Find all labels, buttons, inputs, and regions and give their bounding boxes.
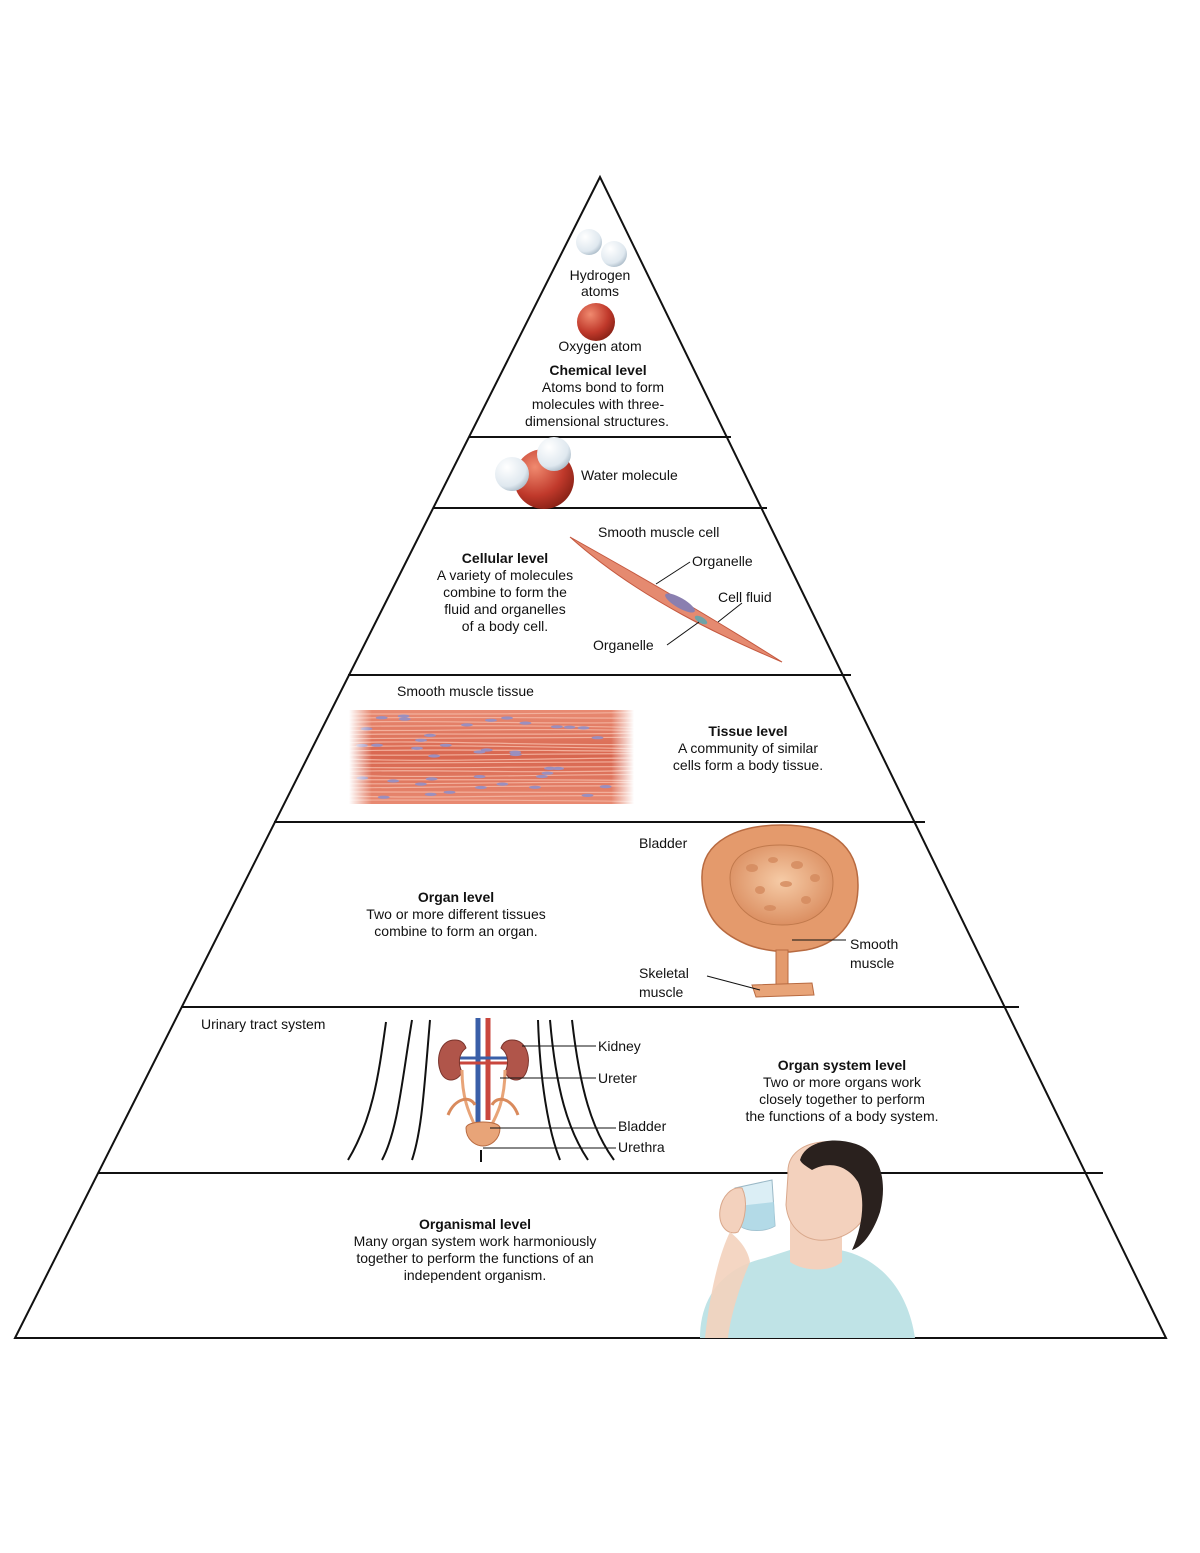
urinary-tract-system-label: Urinary tract system: [201, 1016, 325, 1032]
organismal-level-title: Organismal level: [419, 1216, 531, 1232]
organ-system-level-desc: Two or more organs work: [763, 1074, 922, 1090]
leader-line: [706, 975, 761, 991]
molecule-level: Water molecule: [495, 437, 678, 509]
water-hydrogen-icon: [537, 437, 571, 471]
cellular-level: Smooth muscle cell Organelle Cell fluid …: [437, 524, 783, 663]
chemical-level-desc: dimensional structures.: [525, 413, 669, 429]
cell-fluid-label: Cell fluid: [718, 589, 772, 605]
bladder-icon: [701, 824, 859, 998]
organ-level-title: Organ level: [418, 889, 494, 905]
cellular-level-desc: A variety of molecules: [437, 567, 573, 583]
chemical-level-desc: Atoms bond to form: [542, 379, 664, 395]
leader-line: [655, 561, 691, 585]
organ-system-level-desc: the functions of a body system.: [746, 1108, 939, 1124]
cell-nucleus-icon: [665, 593, 695, 613]
organ-system-level: Urinary tract system: [201, 1016, 939, 1162]
water-molecule-label: Water molecule: [581, 467, 678, 483]
kidney-label: Kidney: [598, 1038, 641, 1054]
body-outline-icon: [347, 1019, 615, 1162]
bladder-label: Bladder: [639, 835, 688, 851]
cellular-level-desc: of a body cell.: [462, 618, 548, 634]
person-drinking-water-image: [700, 1140, 915, 1338]
smooth-muscle-tissue-icon: [348, 710, 635, 804]
leader-line: [717, 602, 743, 623]
organismal-level-desc: Many organ system work harmoniously: [354, 1233, 597, 1249]
organismal-level-desc: together to perform the functions of an: [356, 1250, 593, 1266]
skeletal-muscle-label: muscle: [639, 984, 684, 1000]
organismal-level: Organismal level Many organ system work …: [354, 1140, 915, 1338]
organ-level: Bladder Smooth muscle Skeletal muscle Or…: [366, 824, 898, 1000]
organ-level-desc: Two or more different tissues: [366, 906, 545, 922]
pyramid-outline: [13, 174, 1168, 1339]
cellular-level-title: Cellular level: [462, 550, 548, 566]
tissue-level-desc: A community of similar: [678, 740, 818, 756]
organelle-label: Organelle: [692, 553, 753, 569]
bladder-small-icon: [465, 1121, 501, 1147]
skeletal-muscle-label: Skeletal: [639, 965, 689, 981]
organelle-label: Organelle: [593, 637, 654, 653]
ureter-label: Ureter: [598, 1070, 637, 1086]
organ-system-level-title: Organ system level: [778, 1057, 906, 1073]
tissue-level: Smooth muscle tissue Tissue level A comm…: [348, 683, 823, 804]
leader-line: [666, 621, 700, 646]
organismal-level-desc: independent organism.: [404, 1267, 546, 1283]
oxygen-label: Oxygen atom: [558, 338, 641, 354]
urethra-label: Urethra: [618, 1139, 665, 1155]
hydrogen-label: Hydrogen: [570, 267, 631, 283]
chemical-level-title: Chemical level: [549, 362, 646, 378]
cellular-level-desc: fluid and organelles: [444, 601, 565, 617]
cellular-level-desc: combine to form the: [443, 584, 567, 600]
water-hydrogen-icon: [495, 457, 529, 491]
organ-level-desc: combine to form an organ.: [374, 923, 537, 939]
chemical-level-desc: molecules with three-: [532, 396, 665, 412]
urinary-organs-icon: [438, 1018, 529, 1147]
tissue-level-desc: cells form a body tissue.: [673, 757, 823, 773]
bladder-system-label: Bladder: [618, 1118, 667, 1134]
smooth-muscle-tissue-label: Smooth muscle tissue: [397, 683, 534, 699]
hydrogen-atom-icon: [601, 241, 627, 267]
smooth-muscle-label: muscle: [850, 955, 895, 971]
smooth-muscle-cell-label: Smooth muscle cell: [598, 524, 719, 540]
organ-system-level-desc: closely together to perform: [759, 1091, 925, 1107]
hydrogen-atom-icon: [576, 229, 602, 255]
hydrogen-label: atoms: [581, 283, 619, 299]
smooth-muscle-label: Smooth: [850, 936, 898, 952]
oxygen-atom-icon: [577, 303, 615, 341]
chemical-level: Hydrogen atoms Oxygen atom Chemical leve…: [525, 229, 669, 429]
organelle-icon: [694, 615, 708, 625]
tissue-level-title: Tissue level: [708, 723, 787, 739]
